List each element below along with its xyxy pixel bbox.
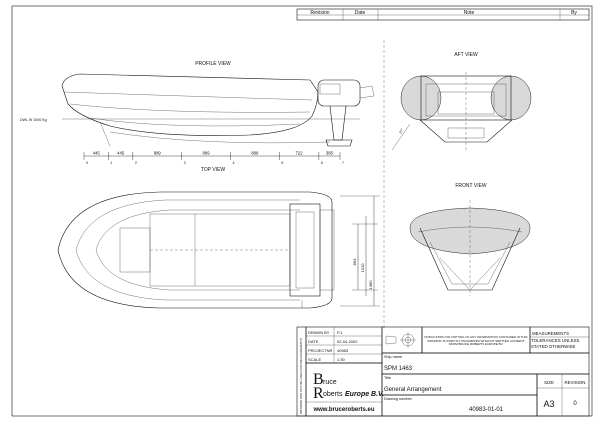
profile-dimension-value: 385: [326, 151, 334, 156]
front-view-label: FRONT VIEW: [455, 183, 487, 189]
profile-dimension-value: 445: [93, 151, 101, 156]
date-value: 02-04-2002: [337, 339, 358, 344]
tolerances-note: TOLERANCES UNLESS STATED OTHERWISE: [531, 338, 580, 349]
aft-view: AFT VIEW 27°: [391, 52, 532, 151]
revision-table: Revision Date Note By: [296, 8, 590, 21]
date-header: Date: [355, 10, 366, 16]
size-label: SIZE: [544, 380, 554, 385]
profile-dimension-value: 889: [251, 151, 259, 156]
top-dim-1010: 1010: [360, 263, 365, 273]
scale-label: SCALE: [308, 357, 321, 362]
bruce-roberts-logo: B R ruce oberts Europe B.V.: [313, 371, 384, 402]
profile-dimension-value: 445: [117, 151, 125, 156]
ship-name-label: Ship name: [384, 355, 402, 359]
drawing-number-label: Drawing number: [384, 397, 413, 401]
note-header: Note: [464, 10, 475, 16]
logo-line-2: oberts: [323, 391, 343, 398]
waterline-label: DWL W 1000 Kg: [20, 118, 47, 122]
top-view-label: TOP VIEW: [201, 167, 226, 173]
title-label: Title: [384, 376, 391, 380]
profile-view: PROFILE VIEW DWL W 1000 Kg: [20, 61, 375, 147]
station-number: 3: [184, 161, 186, 165]
profile-hull: [61, 73, 319, 136]
scale-value: 1:30: [337, 357, 346, 362]
by-header: By: [571, 10, 577, 16]
projectnr-value: 40983: [337, 348, 349, 353]
website: www.bruceroberts.eu: [312, 407, 374, 413]
station-number: 4: [232, 161, 234, 165]
title-value: General Arrangement: [384, 387, 442, 393]
top-view-tube: [57, 191, 333, 309]
profile-dimension-value: 722: [296, 151, 304, 156]
revision-header: Revision: [310, 10, 329, 16]
logo-line-1: ruce: [323, 379, 337, 386]
ship-name-value: SPM 1463: [384, 366, 413, 372]
outboard-motor: [317, 79, 375, 147]
aft-view-label: AFT VIEW: [454, 52, 478, 58]
title-block: DRAWING MAY NOT BE USED FOR MEASUREMENTS…: [296, 326, 590, 417]
projection-symbol-icon: [385, 332, 416, 348]
top-dim-1380: 1380: [368, 280, 373, 290]
copyright-note: DUPLICATION OR COPYING OF ANY INFORMATIO…: [424, 336, 528, 346]
console: [289, 203, 321, 297]
revision-label: REVISION: [565, 380, 586, 385]
profile-view-label: PROFILE VIEW: [195, 61, 231, 67]
svg-text:B: B: [313, 371, 324, 388]
profile-dimension-line: 0 1 2 3 4 5 6 7 445 445 889 889 889 722 385: [83, 151, 344, 165]
profile-dimension-value: 889: [154, 151, 162, 156]
front-view: FRONT VIEW: [409, 183, 531, 296]
svg-text:R: R: [313, 385, 324, 402]
svg-text:27°: 27°: [398, 127, 404, 134]
logo-company: Europe B.V.: [345, 391, 384, 398]
station-number: 1: [110, 161, 112, 165]
measurements-label: MEASUREMENTS: [532, 331, 569, 336]
top-view: TOP VIEW 864 1010 1380: [57, 167, 380, 309]
drawn-by-value: P.J.: [337, 330, 343, 335]
revision-value: 0: [573, 401, 577, 407]
projectnr-label: PROJECTNR: [308, 348, 333, 353]
date-label: DATE: [308, 339, 319, 344]
station-number: 6: [321, 161, 323, 165]
profile-dimension-value: 889: [203, 151, 211, 156]
station-number: 7: [342, 161, 344, 165]
drawing-number-value: 40983-01-01: [469, 407, 504, 413]
size-value: A3: [543, 399, 554, 409]
top-dim-864: 864: [352, 258, 357, 265]
side-note: DRAWING MAY NOT BE USED FOR MEASUREMENTS: [299, 338, 303, 414]
station-number: 0: [86, 161, 88, 165]
drawn-by-label: DRAWN BY: [308, 330, 330, 335]
station-number: 5: [281, 161, 283, 165]
station-number: 2: [135, 161, 137, 165]
